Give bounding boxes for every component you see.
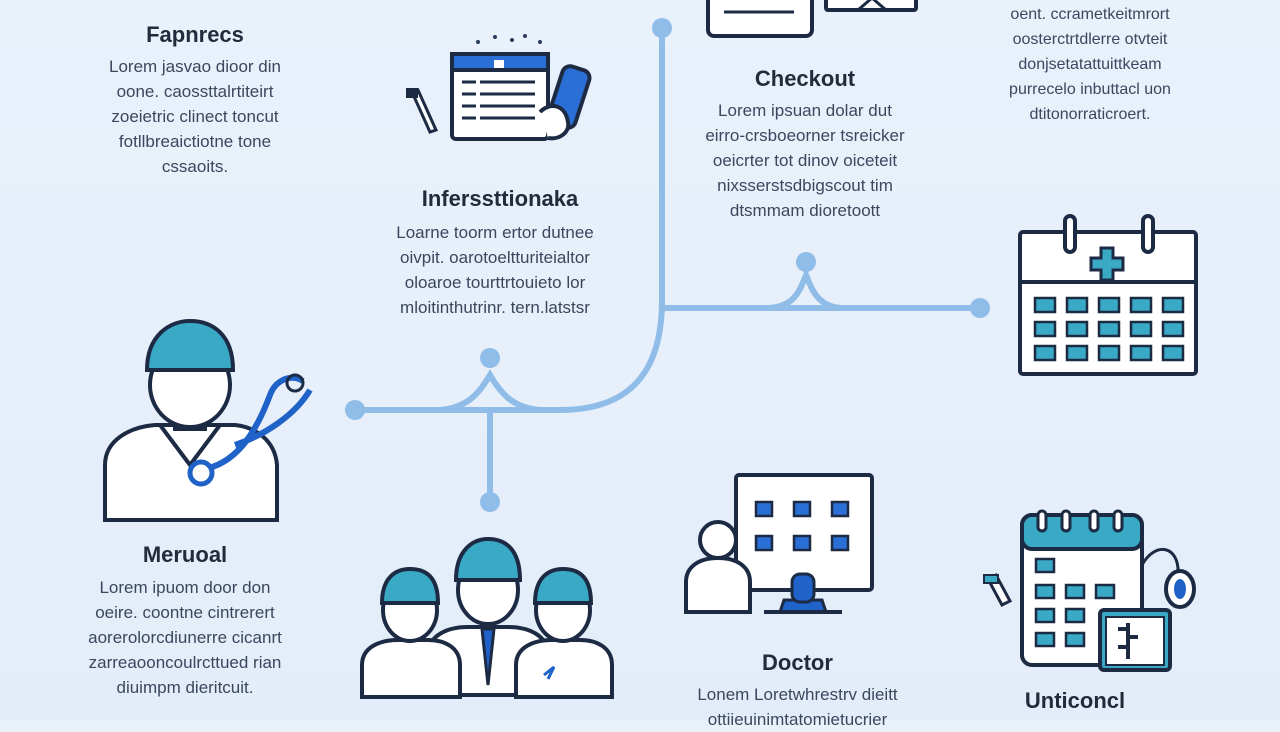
text-line: purrecelo inbuttacl uon — [1009, 81, 1171, 98]
panel-title-top-left: Fapnrecs — [146, 22, 244, 47]
panel-title-bottom-left: Meruoal — [142, 542, 228, 567]
clipboard-form-icon — [406, 34, 592, 141]
text-line: oloaroe tourttrtouieto lor — [404, 273, 586, 292]
text-line: Lonem Loretwhrestrv dieitt — [697, 685, 898, 704]
panel-text-bottom-left: Lorem ipuom door don oeire. coontne cint… — [80, 575, 290, 700]
panel-title-middle: Inferssttionaka — [421, 186, 579, 211]
text-line: dtitonorraticroert. — [1029, 106, 1151, 123]
text-line: oone. caossttalrtiteirt — [116, 82, 274, 101]
text-line: donjsetatattuittkeam — [1018, 56, 1162, 73]
panel-text-middle: Loarne toorm ertor dutnee oivpit. oaroto… — [365, 220, 625, 320]
text-line: oeicrter tot dinov oiceteit — [712, 151, 898, 170]
text-line: zoeietric clinect toncut — [111, 107, 279, 126]
text-line: cssaoits. — [161, 157, 229, 176]
calendar-cross-icon — [1018, 214, 1198, 376]
panel-text-doctor: Lonem Loretwhrestrv dieitt ottiieuinimta… — [685, 682, 910, 732]
text-line: oent. ccrametkeitmrort — [1010, 6, 1170, 23]
doctor-stethoscope-icon — [103, 318, 313, 522]
panel-text-top-left: Lorem jasvao dioor din oone. caossttalrt… — [80, 54, 310, 179]
text-line: Lorem ipsuan dolar dut — [718, 101, 892, 120]
text-line: eirro-crsboeorner tsreicker — [705, 126, 905, 145]
text-line: Lorem ipuom door don — [99, 578, 271, 597]
text-line: aorerolorcdiunerre cicanrt — [88, 628, 282, 647]
panel-text-top-right: oent. ccrametkeitmrort oosterctrtdlerre … — [985, 2, 1195, 127]
panel-title-checkout: Checkout — [754, 66, 856, 91]
text-line: mloitinthutrinr. tern.latstsr — [400, 298, 590, 317]
appointment-calendar-icon — [983, 509, 1196, 672]
panel-title-doctor: Doctor — [762, 650, 833, 675]
text-line: nixsserstsdbigscout tim — [717, 176, 893, 195]
text-line: Lorem jasvao dioor din — [109, 57, 281, 76]
text-line: Loarne toorm ertor dutnee — [396, 223, 594, 242]
text-line: diuimpm dieritcuit. — [116, 678, 254, 697]
text-line: fotllbreaictiotne tone — [118, 132, 272, 151]
text-line: oosterctrtdlerre otvteit — [1012, 31, 1168, 48]
doctor-schedule-icon — [684, 473, 874, 614]
text-line: oivpit. oarotoeltturiteialtor — [400, 248, 590, 267]
text-line: zarreaooncoulrcttued rian — [88, 653, 282, 672]
text-line: oeire. coontne cintrerert — [95, 603, 275, 622]
document-icon — [706, 0, 918, 38]
text-line: dtsmmam dioretoott — [729, 201, 881, 220]
medical-team-icon — [360, 536, 614, 699]
panel-text-checkout: Lorem ipsuan dolar dut eirro-crsboeorner… — [690, 98, 920, 223]
panel-title-bottom-right: Unticoncl — [1024, 688, 1126, 713]
